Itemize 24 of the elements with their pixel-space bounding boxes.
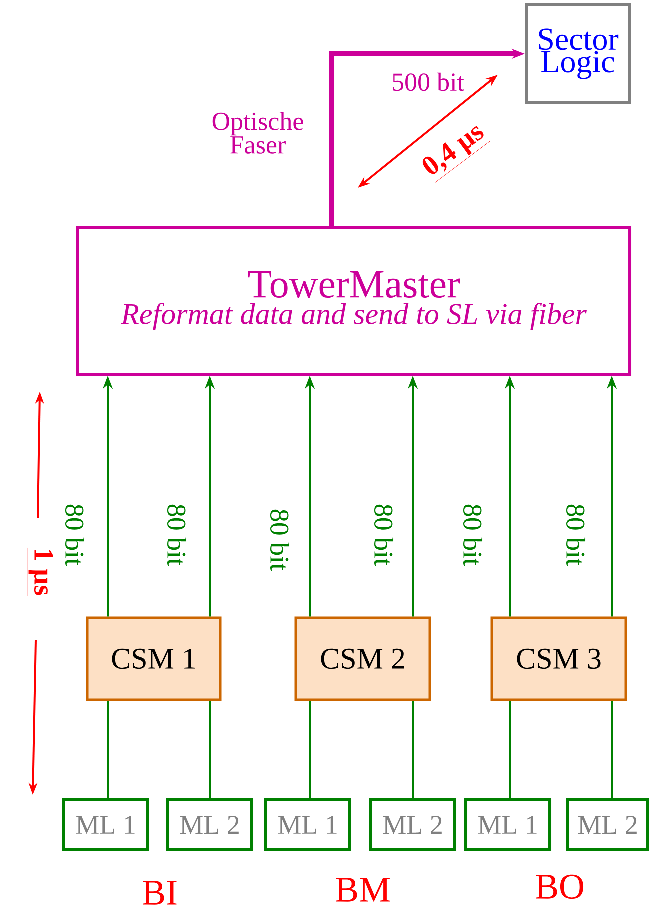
fiber-label: Optische Faser [212,112,304,154]
ml-box: ML 2 [566,798,650,852]
edge-label: 80 bit [464,504,483,566]
edge-label: 80 bit [566,504,586,566]
edge-label: 80 bit [374,504,394,566]
group-label: BO [536,874,584,900]
ml-box: ML 1 [62,798,150,852]
edge-label: 80 bit [168,504,186,566]
csm-box: CSM 1 [86,616,222,702]
bit-label: 500 bit [393,72,464,92]
sector-logic-box: Sector Logic [525,4,631,104]
tower-master-box: TowerMaster Reformat data and send to SL via fiber [76,226,632,376]
group-label: BI [143,881,177,905]
csm-box: CSM 3 [490,616,628,702]
group-label: BM [336,878,390,902]
ml-box: ML 2 [166,798,254,852]
csm-box: CSM 2 [294,616,432,702]
ml-box: ML 1 [264,798,352,852]
time-label: 0,4 µs [422,126,490,184]
edge-label: 80 bit [66,504,84,566]
ml-box: ML 2 [370,798,456,852]
edge-label: 80 bit [270,510,290,571]
ml-box: ML 1 [464,798,552,852]
time-label: 1 µs [27,548,54,596]
